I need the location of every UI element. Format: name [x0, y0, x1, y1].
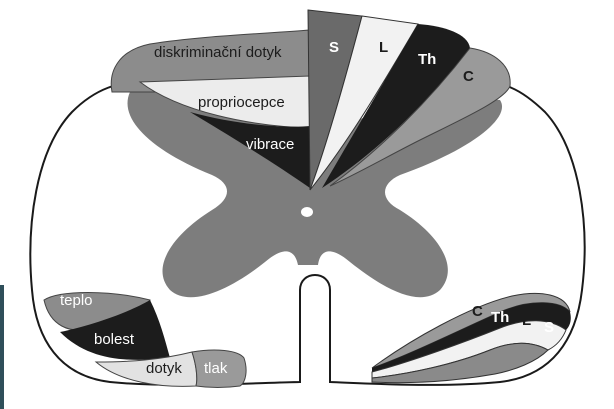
- ventral-band-s: [371, 342, 549, 384]
- label-bolest: bolest: [94, 331, 135, 348]
- dorsal-segment-l: [309, 15, 419, 191]
- label-diskriminacni-dotyk: diskriminační dotyk: [154, 44, 282, 61]
- label-vibrace: vibrace: [246, 136, 294, 153]
- label-teplo: teplo: [60, 292, 93, 309]
- label-ventral-c: C: [472, 303, 483, 320]
- label-ventral-th: Th: [491, 309, 509, 326]
- label-dorsal-l: L: [379, 39, 388, 56]
- dorsal-tract-diskriminacni-dotyk: [110, 29, 311, 93]
- label-ventral-l: L: [522, 312, 531, 329]
- dorsal-segment-th: [322, 24, 470, 188]
- label-ventral-s: S: [544, 319, 554, 336]
- label-dorsal-c: C: [463, 68, 474, 85]
- dorsal-segment-c: [329, 47, 511, 187]
- left-edge-strip: [0, 285, 4, 409]
- label-propriocepce: propriocepce: [198, 94, 285, 111]
- lateral-tract-tlak: [191, 349, 247, 388]
- label-dotyk: dotyk: [146, 360, 182, 377]
- ventral-band-th: [372, 302, 571, 372]
- dorsal-tract-vibrace: [190, 112, 310, 188]
- label-tlak: tlak: [204, 360, 228, 377]
- lateral-tract-bolest: [60, 300, 170, 360]
- central-canal: [301, 207, 313, 217]
- label-dorsal-s: S: [329, 39, 339, 56]
- label-dorsal-th: Th: [418, 51, 436, 68]
